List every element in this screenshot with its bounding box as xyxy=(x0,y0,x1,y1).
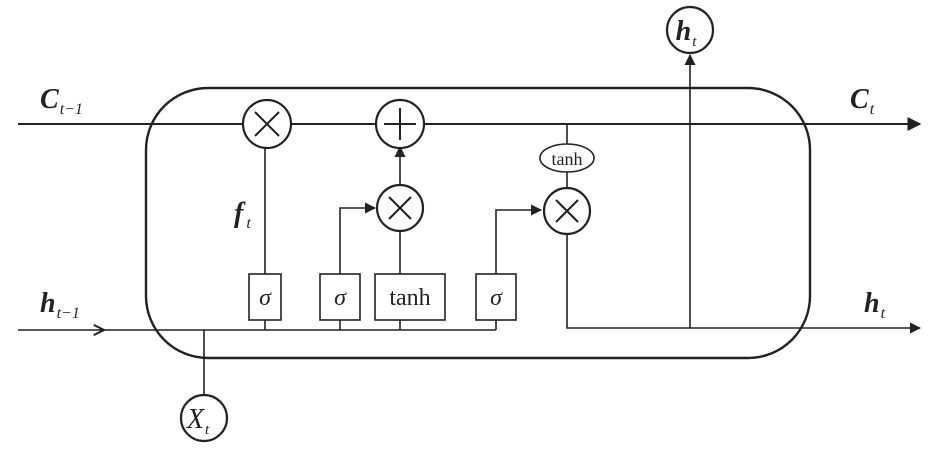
cell-state-output-label: Ct xyxy=(850,84,875,118)
input-multiply-node xyxy=(375,183,425,233)
input-gate-label: σ xyxy=(334,285,347,311)
output-gate-box xyxy=(475,273,517,321)
forget-multiply-node xyxy=(241,98,293,150)
input-gate-line xyxy=(339,202,377,274)
forget-gate-box xyxy=(248,273,282,321)
input-x-label: Xt xyxy=(186,404,210,438)
candidate-gate-label: tanh xyxy=(389,285,430,311)
hidden-top-label: ht xyxy=(676,16,698,50)
output-gate-line xyxy=(495,204,543,274)
cell-boundary xyxy=(144,86,812,360)
add-node xyxy=(374,98,426,150)
cell-tanh-label: tanh xyxy=(552,149,583,169)
cell-state-input-label: Ct−1 xyxy=(40,84,83,118)
cell-tanh-node xyxy=(539,143,595,173)
candidate-gate-box xyxy=(374,273,446,321)
hidden-top-node xyxy=(665,5,715,55)
hidden-state-input-label: ht−1 xyxy=(40,288,80,322)
input-x-node xyxy=(179,393,229,443)
output-gate-label: σ xyxy=(490,285,503,311)
input-gate-box xyxy=(319,273,361,321)
forget-gate-label: σ xyxy=(259,285,272,311)
hidden-state-output-label: ht xyxy=(864,288,886,322)
hidden-output-line xyxy=(566,234,922,334)
output-multiply-node xyxy=(542,186,592,236)
